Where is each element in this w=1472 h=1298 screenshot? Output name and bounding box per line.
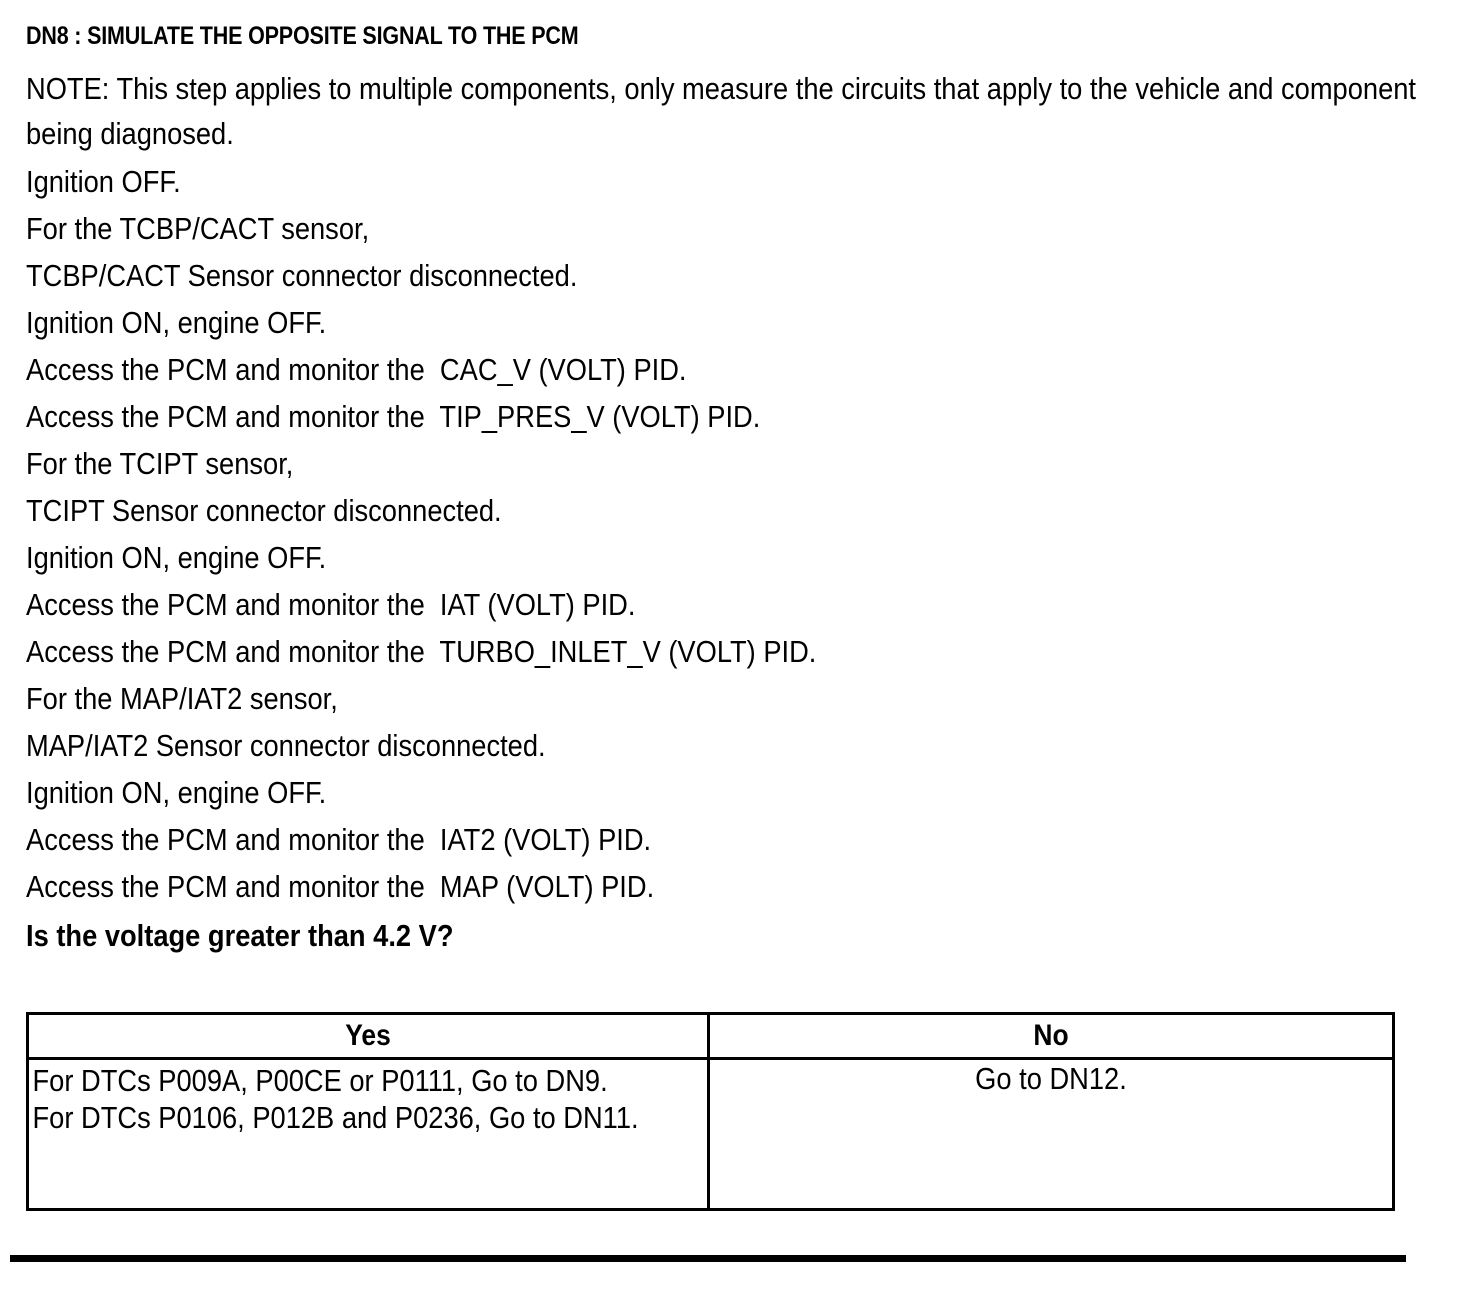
decision-table: Yes No For DTCs P009A, P00CE or P0111, G… <box>26 1012 1395 1211</box>
procedure-step: Ignition ON, engine OFF. <box>26 540 327 575</box>
table-header-row: Yes No <box>26 1012 1395 1060</box>
decision-question: Is the voltage greater than 4.2 V? <box>26 918 454 953</box>
yes-result-text: For DTCs P009A, P00CE or P0111, Go to DN… <box>32 1063 639 1135</box>
procedure-step: Access the PCM and monitor the IAT (VOLT… <box>26 587 636 622</box>
step-title: DN8 : SIMULATE THE OPPOSITE SIGNAL TO TH… <box>26 22 579 50</box>
procedure-step: Access the PCM and monitor the TURBO_INL… <box>26 634 817 669</box>
procedure-step: Ignition OFF. <box>26 164 181 199</box>
procedure-step: Ignition ON, engine OFF. <box>26 305 327 340</box>
procedure-step: For the TCIPT sensor, <box>26 446 294 481</box>
table-cell-no: Go to DN12. <box>707 1057 1395 1211</box>
procedure-step: Access the PCM and monitor the IAT2 (VOL… <box>26 822 652 857</box>
procedure-step: For the MAP/IAT2 sensor, <box>26 681 338 716</box>
procedure-step: MAP/IAT2 Sensor connector disconnected. <box>26 728 546 763</box>
table-header-yes: Yes <box>26 1012 710 1060</box>
header-label-yes: Yes <box>345 1019 391 1052</box>
procedure-body: NOTE: This step applies to multiple comp… <box>26 66 1426 959</box>
table-cell-yes: For DTCs P009A, P00CE or P0111, Go to DN… <box>26 1057 710 1211</box>
procedure-step: Access the PCM and monitor the MAP (VOLT… <box>26 869 655 904</box>
table-row: For DTCs P009A, P00CE or P0111, Go to DN… <box>26 1057 1395 1211</box>
page-footer-rule <box>10 1255 1406 1262</box>
procedure-step: TCIPT Sensor connector disconnected. <box>26 493 502 528</box>
procedure-step: Ignition ON, engine OFF. <box>26 775 327 810</box>
procedure-step: Access the PCM and monitor the CAC_V (VO… <box>26 352 687 387</box>
no-result-text: Go to DN12. <box>975 1061 1127 1096</box>
procedure-step: Access the PCM and monitor the TIP_PRES_… <box>26 399 761 434</box>
note-paragraph: NOTE: This step applies to multiple comp… <box>26 71 1424 151</box>
procedure-step: TCBP/CACT Sensor connector disconnected. <box>26 258 578 293</box>
procedure-step: For the TCBP/CACT sensor, <box>26 211 370 246</box>
table-header-no: No <box>707 1012 1395 1060</box>
header-label-no: No <box>1033 1019 1069 1052</box>
